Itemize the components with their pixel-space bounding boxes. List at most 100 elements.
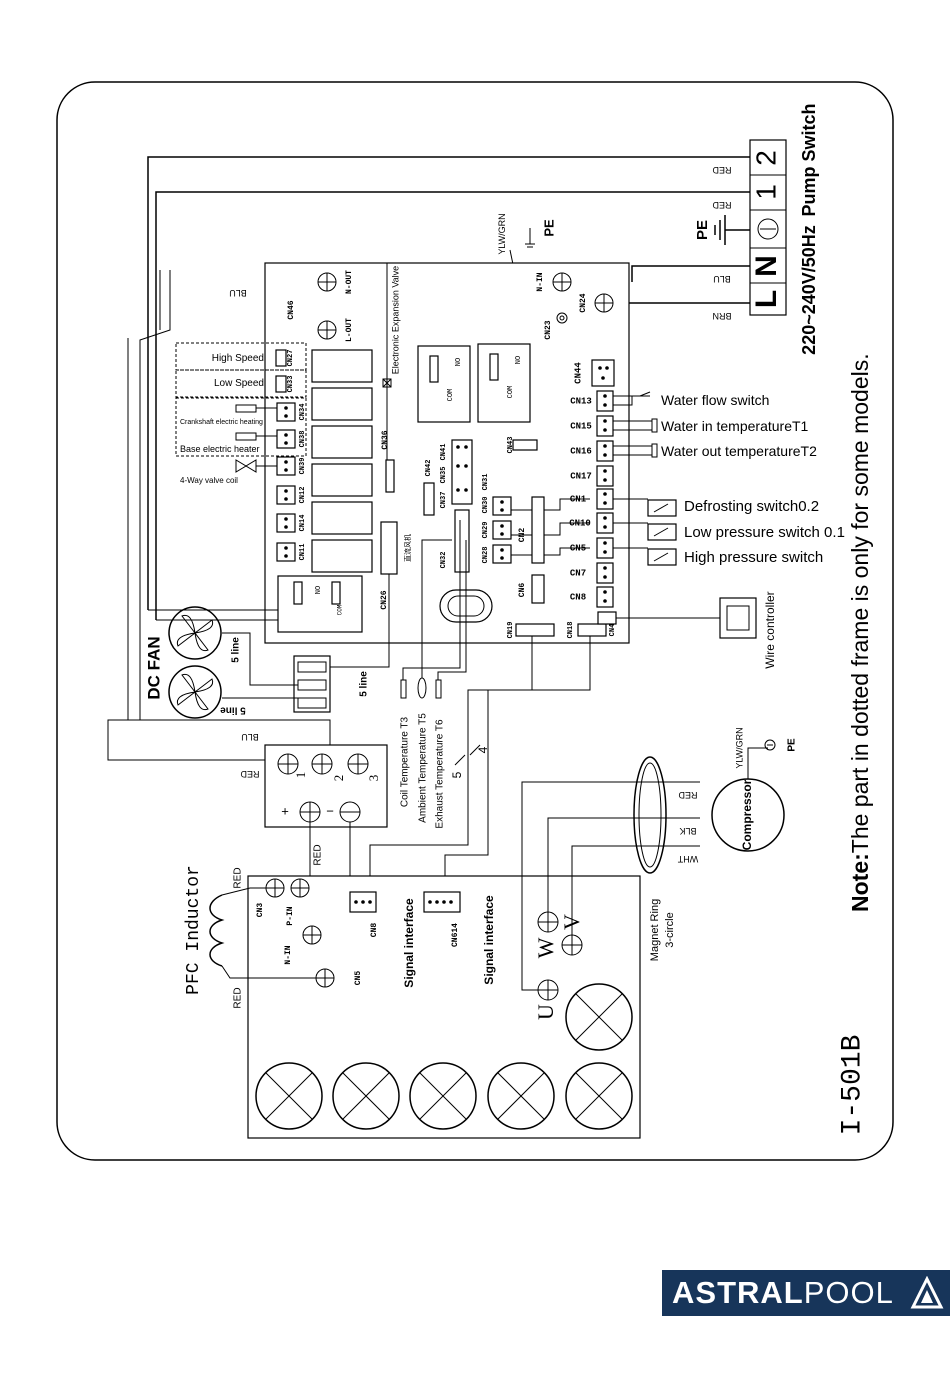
wire-ylw-grn-top: YLW/GRN (497, 213, 507, 254)
pump-switch-label: Pump Switch (799, 103, 819, 216)
fan-junction (293, 655, 331, 713)
n-in-driver-label: N-IN (284, 945, 293, 964)
terminal-1: 1 (750, 184, 781, 200)
outer-frame (56, 81, 894, 1161)
four-way-valve-icon (235, 459, 277, 473)
power-terminal-block: 2 1 N L (749, 139, 787, 316)
tb-1-label: 1 (293, 772, 308, 779)
cn39-label: CN39 (299, 458, 307, 475)
cn15-label: CN15 (570, 421, 592, 431)
note-text: Note:The part in dotted frame is only fo… (847, 353, 873, 912)
cn34-label: CN34 (299, 404, 307, 421)
eev-label: Electronic Expansion Valve (390, 266, 400, 374)
cn37-label: CN37 (440, 492, 448, 509)
high-pressure-switch-icon (647, 548, 677, 566)
low-pressure-switch-label: Low pressure switch 0.1 (684, 524, 845, 541)
cn614-connector (423, 891, 461, 913)
wire-red-2: RED (712, 200, 732, 210)
l-out-label: L-OUT (345, 318, 354, 342)
pfc-inductor-label: PFC Inductor (184, 865, 204, 995)
left-connectors (275, 349, 296, 562)
cn6-label: CN6 (518, 583, 527, 598)
exhaust-temp-label: Exhaust Temperature T6 (435, 719, 446, 829)
relay2-no-label: NO (515, 356, 523, 364)
comm-5-label: 5 (450, 771, 464, 778)
brand-bold: ASTRAL (672, 1275, 804, 1310)
relay-com-label: COM (337, 604, 344, 615)
power-supply-label: 220~240V/50Hz (799, 225, 819, 355)
wire-red-4: RED (313, 844, 324, 865)
wire-controller-icon (719, 597, 757, 639)
crankshaft-heater-label: Crankshaft electric heating (180, 419, 263, 426)
heater-dotted-frame (175, 397, 307, 457)
pfc-coil-icon (209, 894, 225, 967)
wire-blu-1: BLU (713, 274, 731, 284)
note: Note:The part in dotted frame is only fo… (847, 353, 873, 912)
cn24-label: CN24 (579, 293, 588, 312)
cn31-label: CN31 (482, 474, 490, 491)
cn26-connector (380, 521, 398, 575)
pe-label: PE (694, 220, 711, 240)
pe-compressor-icon (764, 739, 776, 751)
coil-temp-label: Coil Temperature T3 (400, 716, 411, 807)
cn14-label: CN14 (299, 515, 307, 532)
tb-plus-label: + (281, 803, 289, 818)
wire-blu-2: BLU (229, 288, 247, 298)
sensor-wires (613, 391, 658, 458)
relay1-no-label: NO (455, 358, 463, 366)
w-label: W (533, 937, 558, 958)
power-wires (147, 156, 750, 620)
cn4-label: CN4 (609, 624, 617, 637)
cn35-label: CN35 (440, 467, 448, 484)
cn19-label: CN19 (507, 622, 515, 639)
wire-blk: BLK (679, 826, 696, 836)
tb-3-label: 3 (366, 775, 381, 782)
terminal-2: 2 (750, 150, 781, 166)
cn32-label: CN32 (440, 552, 448, 569)
n-in-label: N-IN (536, 272, 545, 291)
cn41-label: CN41 (440, 444, 448, 461)
low-pressure-switch-icon (647, 523, 677, 541)
cn8-driver-label: CN8 (370, 923, 379, 938)
low-speed-dotted-frame (175, 369, 307, 398)
cn11-label: CN11 (299, 544, 307, 561)
cn26-label: CN26 (380, 590, 389, 609)
magnet-ring-icon (633, 756, 667, 874)
defrost-switch-label: Defrosting switch0.2 (684, 498, 819, 515)
signal-interface-2-label: Signal interface (482, 895, 496, 985)
dc-fan-label: DC FAN (144, 636, 163, 699)
wire-brn: BRN (712, 311, 731, 321)
fan-5line-3: 5 line (359, 671, 370, 697)
cn44-label: CN44 (573, 362, 583, 384)
wire-blu-3: BLU (241, 732, 259, 742)
cn33-label: CN33 (287, 376, 295, 393)
cn30-label: CN30 (482, 497, 490, 514)
water-out-temp-label: Water out temperatureT2 (661, 443, 817, 459)
cn7-label: CN7 (570, 568, 586, 578)
defrost-switch-icon (647, 499, 677, 517)
wire-red-7: RED (678, 790, 698, 800)
cn28-label: CN28 (482, 547, 490, 564)
cn614-label: CN614 (451, 923, 460, 947)
wire-red-1: RED (712, 165, 732, 175)
cn18-label: CN18 (567, 622, 575, 639)
cn23-label: CN23 (544, 320, 553, 339)
relay-no-label: NO (315, 586, 323, 594)
u-label: U (533, 1004, 558, 1020)
temp-sensor-probes (400, 520, 467, 699)
brand-triangle-icon (910, 1276, 944, 1309)
wire-ylw-grn-comp: YLW/GRN (734, 727, 744, 768)
wire-wht: WHT (677, 854, 698, 864)
tb-minus-label: − (326, 803, 334, 818)
cn4-connector (597, 611, 617, 625)
wire-red-5: RED (233, 867, 244, 888)
cn27-label: CN27 (287, 350, 295, 367)
magnet-ring-label: Magnet Ring (649, 899, 661, 961)
center-relays (417, 343, 531, 423)
brand-light: POOL (803, 1275, 894, 1310)
n-out-label: N-OUT (345, 270, 354, 294)
relay2-com-label: COM (507, 386, 515, 399)
tb-2-label: 2 (331, 775, 346, 782)
cn29-label: CN29 (482, 522, 490, 539)
